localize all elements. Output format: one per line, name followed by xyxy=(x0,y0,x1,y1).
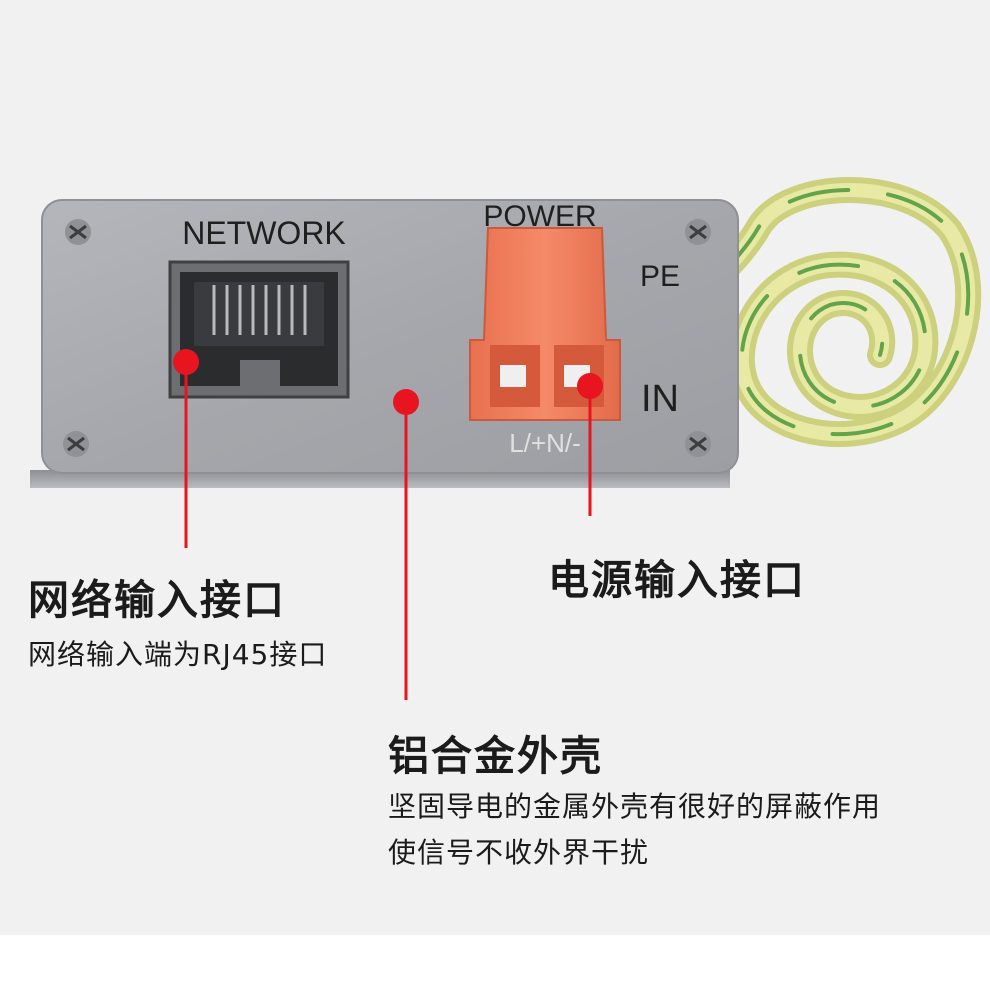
power-callout-title: 电源输入接口 xyxy=(548,556,806,604)
ground-wire-coil xyxy=(627,177,982,448)
housing-callout-desc-line2: 使信号不收外界干扰 xyxy=(388,836,650,869)
base-flange xyxy=(30,470,730,488)
rj45-port xyxy=(168,260,350,399)
power-label: POWER xyxy=(483,200,596,233)
power-terminal-block xyxy=(469,227,621,421)
in-label: IN xyxy=(641,378,679,420)
terminal-polarity-label: L/+N/- xyxy=(509,428,581,458)
network-callout-desc: 网络输入端为RJ45接口 xyxy=(28,638,328,671)
pe-label: PE xyxy=(640,260,680,293)
housing-callout-desc-line1: 坚固导电的金属外壳有很好的屏蔽作用 xyxy=(388,790,882,823)
network-callout-title: 网络输入接口 xyxy=(28,576,286,624)
screw-icon xyxy=(63,431,89,457)
screw-icon xyxy=(685,431,711,457)
housing-callout-marker xyxy=(393,389,419,700)
screw-icon xyxy=(685,219,711,245)
bottom-strip xyxy=(0,935,990,1002)
network-callout-marker xyxy=(173,349,199,548)
network-label: NETWORK xyxy=(182,215,346,251)
screw-icon xyxy=(65,219,91,245)
product-illustration: NETWORK POWER PE IN L/+N/- xyxy=(30,177,982,700)
front-panel xyxy=(41,199,739,474)
power-callout-marker xyxy=(577,373,603,516)
housing-callout-title: 铝合金外壳 xyxy=(388,732,603,780)
